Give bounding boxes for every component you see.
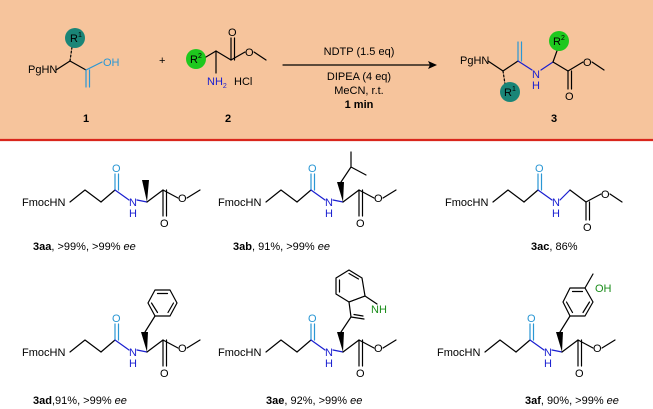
svg-text:H: H xyxy=(325,358,333,370)
svg-text:O: O xyxy=(575,368,584,380)
svg-text:H: H xyxy=(552,208,560,220)
label-3aa: 3aa, >99%, >99% ee xyxy=(33,241,136,253)
pg-nh-label: PgHN xyxy=(28,64,57,76)
svg-text:O: O xyxy=(112,163,121,175)
svg-text:O: O xyxy=(228,27,237,39)
svg-text:N: N xyxy=(129,347,137,359)
indole-nh-label: NH xyxy=(371,304,387,316)
svg-text:N: N xyxy=(129,197,137,209)
reactant-2: R2 O O NH2 HCl 2 xyxy=(186,27,267,125)
svg-text:N: N xyxy=(552,197,560,209)
label-3ad: 3ad,91%, >99% ee xyxy=(33,395,127,407)
compound-number-1: 1 xyxy=(83,113,89,125)
product-pg-nh-label: PgHN xyxy=(460,55,489,67)
phenol-oh-label: OH xyxy=(595,283,612,295)
compound-number-2: 2 xyxy=(225,113,231,125)
solvent-temp: MeCN, r.t. xyxy=(334,85,384,97)
svg-text:FmocHN: FmocHN xyxy=(22,347,65,359)
r1-group-circle xyxy=(65,28,85,48)
svg-text:H: H xyxy=(129,208,137,220)
svg-text:O: O xyxy=(565,91,574,103)
product-amide-n: N xyxy=(532,69,540,81)
svg-text:O: O xyxy=(527,313,536,325)
svg-text:O: O xyxy=(356,368,365,380)
product-3: PgHN R1 N H R2 O O 3 xyxy=(460,31,605,125)
svg-text:H: H xyxy=(544,358,552,370)
svg-text:O: O xyxy=(583,222,592,234)
svg-text:H: H xyxy=(325,208,333,220)
svg-text:O: O xyxy=(374,193,383,205)
reagent-dipea: DIPEA (4 eq) xyxy=(327,71,391,83)
svg-text:N: N xyxy=(325,197,333,209)
acid-oh-label: OH xyxy=(103,57,120,69)
reaction-panel xyxy=(0,0,653,139)
product-3ac: FmocHN O N H O O xyxy=(445,163,623,234)
svg-text:FmocHN: FmocHN xyxy=(437,347,480,359)
product-r2-label: R2 xyxy=(553,35,565,48)
svg-text:FmocHN: FmocHN xyxy=(445,197,488,209)
svg-text:O: O xyxy=(593,343,602,355)
product-3ae: FmocHN O N H O O xyxy=(218,269,397,380)
svg-text:O: O xyxy=(583,57,592,69)
svg-text:O: O xyxy=(356,218,365,230)
product-3ad: FmocHN O N H O O xyxy=(22,289,201,380)
product-r1-label: R1 xyxy=(504,86,516,99)
r2-group-circle xyxy=(186,49,206,69)
svg-text:O: O xyxy=(308,313,317,325)
hcl-label: HCl xyxy=(234,76,252,88)
label-3af: 3af, 90%, >99% ee xyxy=(525,395,619,407)
product-r1-circle xyxy=(500,82,520,102)
product-3ab: FmocHN O N H O O xyxy=(218,151,397,230)
svg-text:FmocHN: FmocHN xyxy=(218,347,261,359)
svg-text:FmocHN: FmocHN xyxy=(22,197,65,209)
svg-text:O: O xyxy=(308,163,317,175)
nh2-label: NH2 xyxy=(207,76,227,90)
reactant-1: PgHN R1 OH 1 xyxy=(28,28,120,125)
label-3ae: 3ae, 92%, >99% ee xyxy=(266,395,362,407)
product-amide-h: H xyxy=(532,80,540,92)
svg-text:O: O xyxy=(535,163,544,175)
reagent-ndtp: NDTP (1.5 eq) xyxy=(324,46,395,58)
svg-text:O: O xyxy=(160,218,169,230)
svg-text:O: O xyxy=(374,343,383,355)
svg-text:O: O xyxy=(178,193,187,205)
product-3af: FmocHN O N H O O xyxy=(437,273,616,380)
svg-text:H: H xyxy=(129,358,137,370)
svg-text:O: O xyxy=(601,189,610,201)
svg-text:N: N xyxy=(325,347,333,359)
svg-text:O: O xyxy=(178,343,187,355)
svg-text:FmocHN: FmocHN xyxy=(218,197,261,209)
reaction-time: 1 min xyxy=(345,99,374,111)
reaction-arrow xyxy=(282,61,437,69)
plus-sign: + xyxy=(159,55,165,67)
label-3ab: 3ab, 91%, >99% ee xyxy=(233,241,330,253)
r2-label: R2 xyxy=(190,53,202,66)
compound-number-3: 3 xyxy=(551,113,557,125)
label-3ac: 3ac, 86% xyxy=(531,241,578,253)
svg-text:N: N xyxy=(544,347,552,359)
svg-text:O: O xyxy=(160,368,169,380)
svg-text:O: O xyxy=(245,47,254,59)
svg-text:O: O xyxy=(112,313,121,325)
product-r2-circle xyxy=(549,31,569,51)
r1-label: R1 xyxy=(70,32,82,45)
product-3aa: FmocHN O N H O O xyxy=(22,163,201,230)
